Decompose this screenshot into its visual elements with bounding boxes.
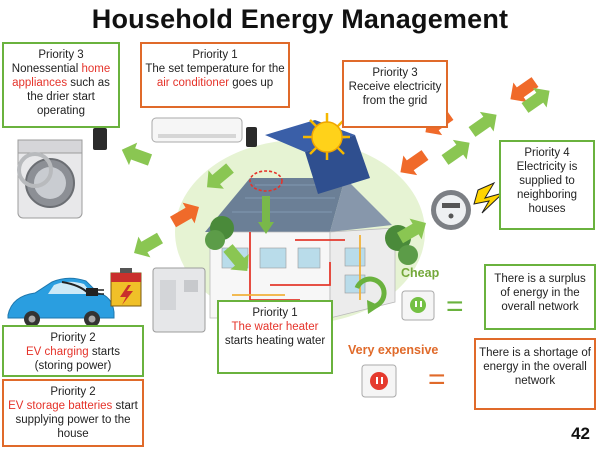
- priority3-grid-box: Priority 3 Receive electricity from the …: [342, 60, 448, 128]
- red-outlet-icon: [361, 364, 397, 398]
- arrow-from-grid-2: [400, 150, 429, 176]
- priority1-water-heater-box: Priority 1 The water heater starts heati…: [217, 300, 333, 374]
- arrow-to-water-heater: [223, 244, 249, 271]
- washing-machine-image: [17, 139, 83, 219]
- charging-plug-icon: [61, 281, 104, 296]
- cheap-label: Cheap: [401, 266, 440, 280]
- priority-text: The water heater starts heating water: [224, 321, 326, 347]
- priority-text: EV charging starts (storing power): [26, 346, 120, 372]
- aircon-highlight-ring: [249, 170, 283, 192]
- thermostat-icon: [246, 127, 257, 147]
- equals-sign-shortage: =: [428, 363, 446, 396]
- surplus-text: There is a surplus of energy in the over…: [494, 273, 586, 313]
- flow-arrows: [121, 77, 550, 271]
- priority-label: Priority 2: [50, 386, 96, 398]
- equals-sign-surplus: =: [446, 290, 464, 323]
- priority-label: Priority 2: [50, 332, 96, 344]
- surplus-box: There is a surplus of energy in the over…: [484, 264, 596, 330]
- arrow-to-grid-2: [468, 111, 497, 137]
- remote-control-icon: [93, 128, 107, 150]
- very-expensive-label: Very expensive: [348, 343, 439, 357]
- priority-label: Priority 3: [372, 67, 418, 79]
- priority-label: Priority 1: [252, 307, 298, 319]
- shortage-text: There is a shortage of energy in the ove…: [479, 347, 591, 387]
- priority-label: Priority 4: [524, 147, 570, 159]
- priority3-appliances-box: Priority 3 Nonessential home appliances …: [2, 42, 120, 128]
- priority-text: Electricity is supplied to neighboring h…: [516, 161, 578, 215]
- arrow-to-appliances: [121, 142, 153, 166]
- lightning-icon: [473, 181, 504, 214]
- arrow-to-car: [134, 232, 163, 258]
- page-title: Household Energy Management: [91, 4, 509, 34]
- air-conditioner-image: [151, 117, 243, 143]
- priority1-aircon-box: Priority 1 The set temperature for the a…: [140, 42, 290, 108]
- sun-icon: [303, 113, 350, 160]
- priority-text: The set temperature for the air conditio…: [145, 63, 285, 89]
- green-outlet-icon: [401, 290, 435, 321]
- cycle-icon: [354, 276, 387, 314]
- priority-text: EV storage batteries start supplying pow…: [8, 400, 138, 440]
- electric-car-image: [7, 277, 115, 327]
- arrow-to-grid-3: [521, 87, 550, 113]
- arrow-to-grid-1: [441, 139, 470, 165]
- priority2-ev-charging-box: Priority 2 EV charging starts (storing p…: [2, 325, 144, 377]
- arrow-from-grid-3: [510, 77, 539, 103]
- arrow-to-aircon: [207, 163, 234, 189]
- priority-label: Priority 1: [192, 49, 238, 61]
- priority4-neighbors-box: Priority 4 Electricity is supplied to ne…: [499, 140, 595, 230]
- water-heater-image: [152, 267, 206, 333]
- priority-text: Nonessential home appliances such as the…: [11, 63, 111, 117]
- page-number: 42: [571, 424, 590, 443]
- arrow-from-car: [170, 202, 199, 228]
- priority-label: Priority 3: [38, 49, 84, 61]
- battery-icon: [110, 268, 142, 307]
- shortage-box: There is a shortage of energy in the ove…: [474, 338, 596, 410]
- priority2-ev-batteries-box: Priority 2 EV storage batteries start su…: [2, 379, 144, 447]
- arrow-to-neighbors: [397, 218, 426, 244]
- priority-text: Receive electricity from the grid: [348, 81, 442, 107]
- electricity-meter-icon: [431, 190, 471, 230]
